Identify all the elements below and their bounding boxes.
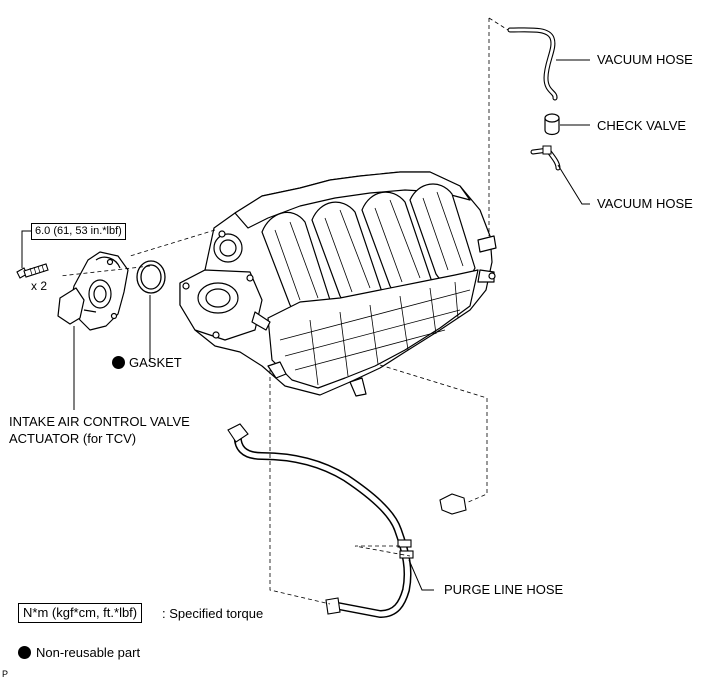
label-gasket: GASKET <box>129 355 182 370</box>
legend-torque-desc: : Specified torque <box>162 606 264 621</box>
purge-line-hose <box>233 428 412 618</box>
legend-torque-unit: N*m (kgf*cm, ft.*lbf) <box>18 603 143 623</box>
corner-mark: P <box>2 669 9 679</box>
alignment-lines <box>59 17 509 605</box>
bolt-quantity: x 2 <box>31 279 48 293</box>
label-actuator-line1: INTAKE AIR CONTROL VALVE <box>9 414 190 429</box>
check-valve-icon <box>544 113 560 136</box>
legend-non-reusable-icon <box>18 646 31 659</box>
gasket-icon <box>136 260 166 294</box>
hose-clamp <box>542 145 552 155</box>
label-actuator-line2: ACTUATOR (for TCV) <box>9 431 137 446</box>
legend-non-reusable-text: Non-reusable part <box>36 645 141 660</box>
label-vacuum-hose-top: VACUUM HOSE <box>597 52 693 67</box>
label-vacuum-hose-bottom: VACUUM HOSE <box>597 196 693 211</box>
bolt-icon <box>16 263 49 279</box>
vacuum-hose-upper <box>507 27 558 101</box>
intake-air-control-valve-actuator <box>57 251 129 331</box>
non-reusable-mark-gasket <box>112 356 125 369</box>
label-check-valve: CHECK VALVE <box>597 118 687 133</box>
intake-manifold <box>179 171 497 397</box>
label-purge-line-hose: PURGE LINE HOSE <box>444 582 564 597</box>
purge-hose-connectors <box>227 423 467 615</box>
torque-spec-box: 6.0 (61, 53 in.*lbf) <box>31 223 126 240</box>
leader-lines <box>21 59 590 591</box>
